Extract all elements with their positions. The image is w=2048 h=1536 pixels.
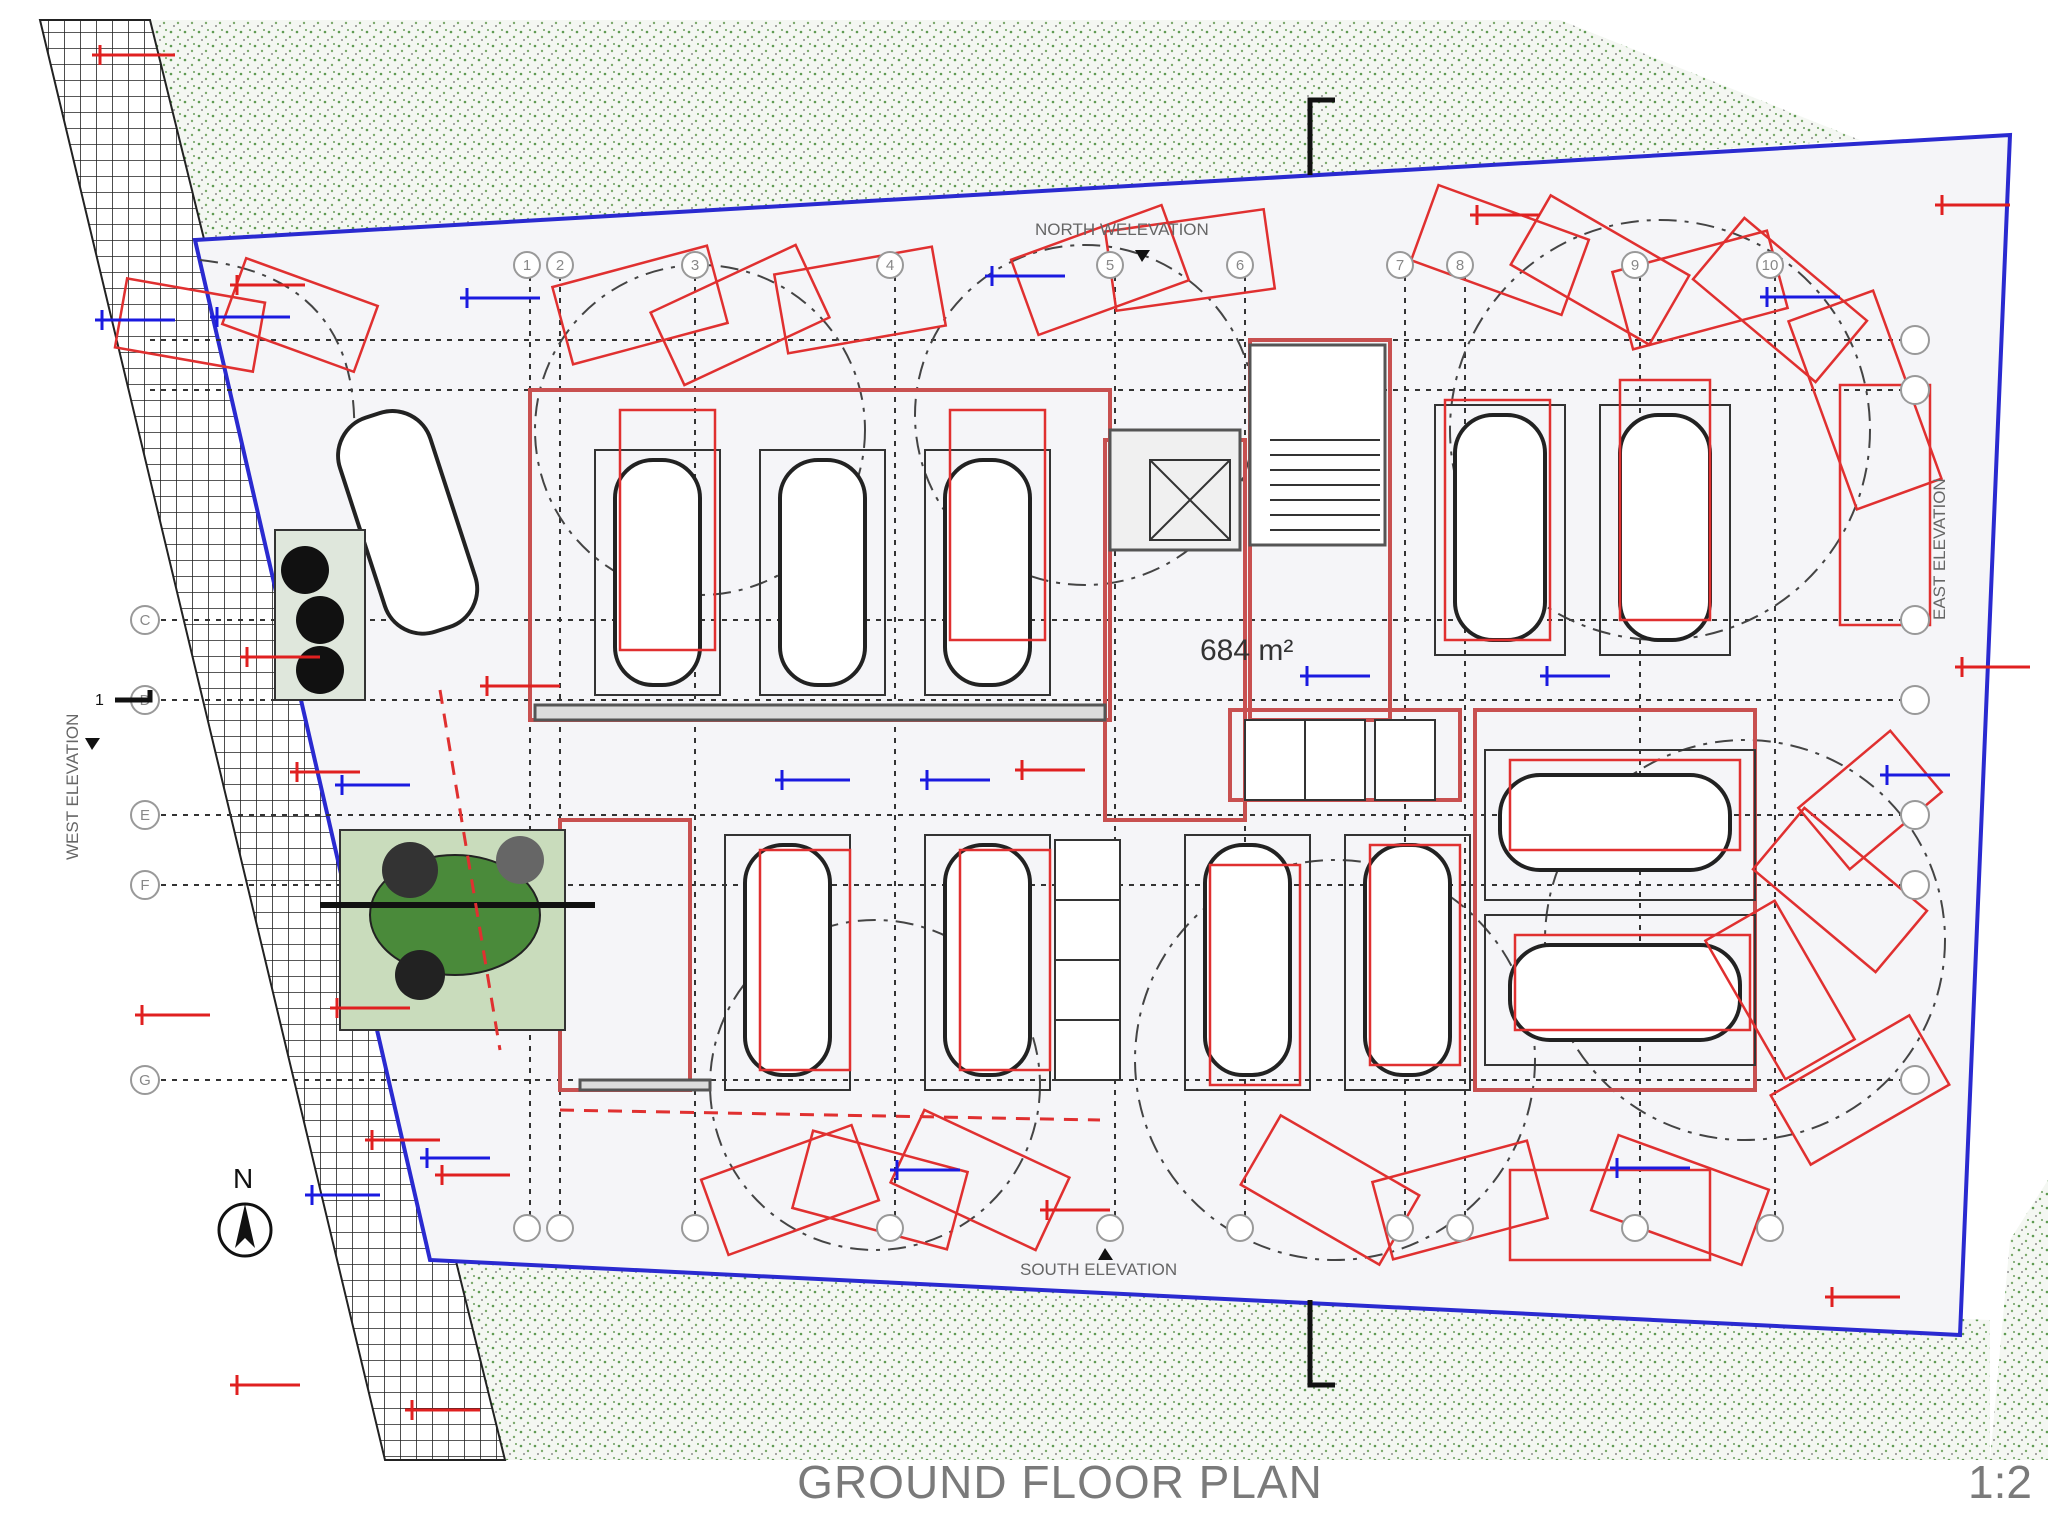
grid-col-6: 6 (1236, 257, 1244, 274)
grid-col-4: 4 (886, 257, 894, 274)
north-landscape (150, 20, 1860, 245)
east-elevation-label: EAST ELEVATION (1930, 478, 1949, 620)
courtyard-garden (320, 829, 595, 1031)
site-boundary (192, 132, 2013, 1338)
building-core-fill (533, 343, 1387, 1092)
grid-col-2: 2 (556, 257, 564, 274)
driveway-dashed-red (438, 689, 1101, 1122)
west-elevation-label: WEST ELEVATION (63, 714, 82, 860)
grid-row-g: G (139, 1072, 151, 1089)
grid-row-e: E (140, 807, 150, 824)
lift-shaft (1149, 459, 1231, 541)
grid-bubble-labels: 1 2 3 4 5 6 7 8 9 10 C D E F G (139, 257, 1778, 1089)
parking-bays (594, 404, 1756, 1091)
floor-area-label: 684 m² (1200, 634, 1293, 667)
grid-col-1: 1 (523, 257, 531, 274)
north-elevation-label: NORTH WELEVATION (1035, 220, 1209, 239)
drawing-scale: 1:2 (1968, 1456, 2032, 1508)
drawing-title: GROUND FLOOR PLAN (797, 1456, 1323, 1508)
north-arrow-icon (217, 1202, 273, 1258)
south-elevation-label: SOUTH ELEVATION (1020, 1260, 1177, 1279)
section-markers (115, 97, 1335, 1388)
north-elevation-arrow (1135, 250, 1150, 262)
vehicle-swept-paths (113, 183, 1951, 1267)
planter-west (274, 529, 366, 701)
west-pavement-hatch (38, 19, 507, 1461)
level-markers-blue (95, 266, 1950, 1205)
grid-col-5: 5 (1106, 257, 1114, 274)
grid-col-10: 10 (1762, 257, 1779, 274)
stair-treads (1270, 439, 1380, 531)
section-marker-label: 1 (95, 692, 104, 709)
car-outlines (336, 409, 1742, 1077)
grid-col-9: 9 (1631, 257, 1639, 274)
grid-row-f: F (140, 877, 149, 894)
east-landscape (1990, 1180, 2048, 1460)
grid-col-8: 8 (1456, 257, 1464, 274)
level-markers-red (92, 45, 2030, 1420)
south-elevation-arrow (1098, 1248, 1113, 1260)
west-elevation-arrow (85, 738, 100, 750)
grid-col-3: 3 (691, 257, 699, 274)
north-arrow-label: N (233, 1163, 253, 1194)
grid-row-c: C (140, 612, 151, 629)
storage-units (1054, 719, 1436, 1081)
grid-col-7: 7 (1396, 257, 1404, 274)
